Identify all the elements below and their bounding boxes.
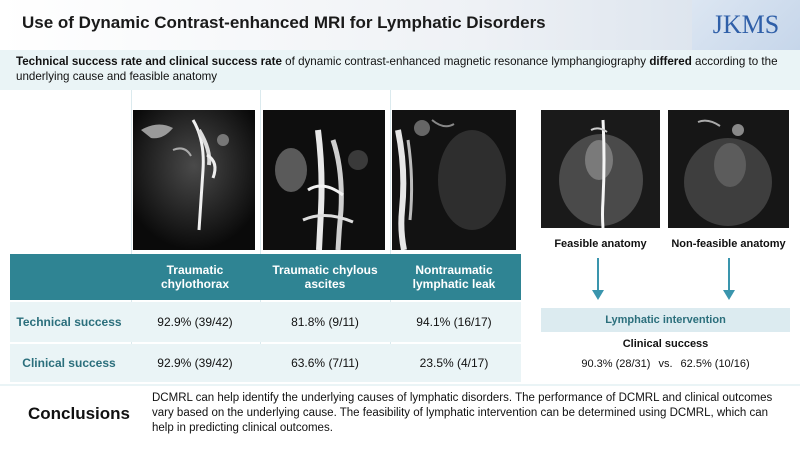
mri-image-feasible-anatomy: [541, 110, 660, 228]
table-cell: 92.9% (39/42): [157, 356, 233, 370]
divider: [0, 384, 800, 386]
column-header-nontraumatic-lymphatic-leak: Nontraumatic lymphatic leak: [412, 263, 496, 291]
header-banner: Use of Dynamic Contrast-enhanced MRI for…: [0, 0, 800, 50]
logo-text: JKMS: [712, 10, 780, 39]
table-row: [10, 302, 521, 342]
table-header: Traumatic chylothorax Traumatic chylous …: [10, 254, 521, 300]
column-divider: [390, 90, 391, 380]
clinical-success-title: Clinical success: [622, 338, 709, 350]
column-header-traumatic-chylothorax: Traumatic chylothorax: [160, 263, 229, 291]
summary-bold-2: differed: [649, 55, 692, 68]
table-cell: 94.1% (16/17): [416, 315, 492, 329]
table-cell: 81.8% (9/11): [291, 315, 359, 329]
table-row: [10, 344, 521, 382]
arrow-down-icon: [592, 258, 604, 300]
summary-text-1: of dynamic contrast-enhanced magnetic re…: [281, 55, 650, 68]
non-feasible-clinical-success-value: 62.5% (10/16): [680, 358, 750, 370]
row-label-technical-success: Technical success: [16, 315, 122, 329]
lymphatic-intervention-box: Lymphatic intervention: [541, 308, 790, 332]
mri-image-traumatic-chylous-ascites: [263, 110, 385, 250]
row-label-clinical-success: Clinical success: [22, 356, 116, 370]
table-cell: 92.9% (39/42): [157, 315, 233, 329]
column-header-traumatic-chylous-ascites: Traumatic chylous ascites: [272, 263, 378, 291]
clinical-success-comparison: 90.3% (28/31) vs. 62.5% (10/16): [541, 358, 790, 370]
journal-logo: JKMS: [692, 0, 800, 50]
column-divider: [131, 90, 132, 380]
summary-statement: Technical success rate and clinical succ…: [0, 50, 800, 90]
conclusions-text: DCMRL can help identify the underlying c…: [152, 392, 773, 434]
summary-bold-1: Technical success rate and clinical succ…: [16, 55, 282, 68]
mri-image-nontraumatic-lymphatic-leak: [392, 110, 516, 250]
feasible-anatomy-label: Feasible anatomy: [554, 238, 647, 250]
arrow-down-icon: [723, 258, 735, 300]
page-title: Use of Dynamic Contrast-enhanced MRI for…: [22, 13, 546, 32]
table-cell: 63.6% (7/11): [291, 356, 359, 370]
non-feasible-anatomy-label: Non-feasible anatomy: [671, 238, 786, 250]
versus-label: vs.: [658, 358, 673, 370]
summary-text-2: according to the underlying cause and fe…: [16, 55, 778, 83]
column-divider: [260, 90, 261, 380]
table-cell: 23.5% (4/17): [419, 356, 489, 370]
feasible-clinical-success-value: 90.3% (28/31): [581, 358, 651, 370]
conclusions-heading: Conclusions: [28, 404, 131, 423]
mri-image-non-feasible-anatomy: [668, 110, 789, 228]
mri-image-traumatic-chylothorax: [133, 110, 255, 250]
